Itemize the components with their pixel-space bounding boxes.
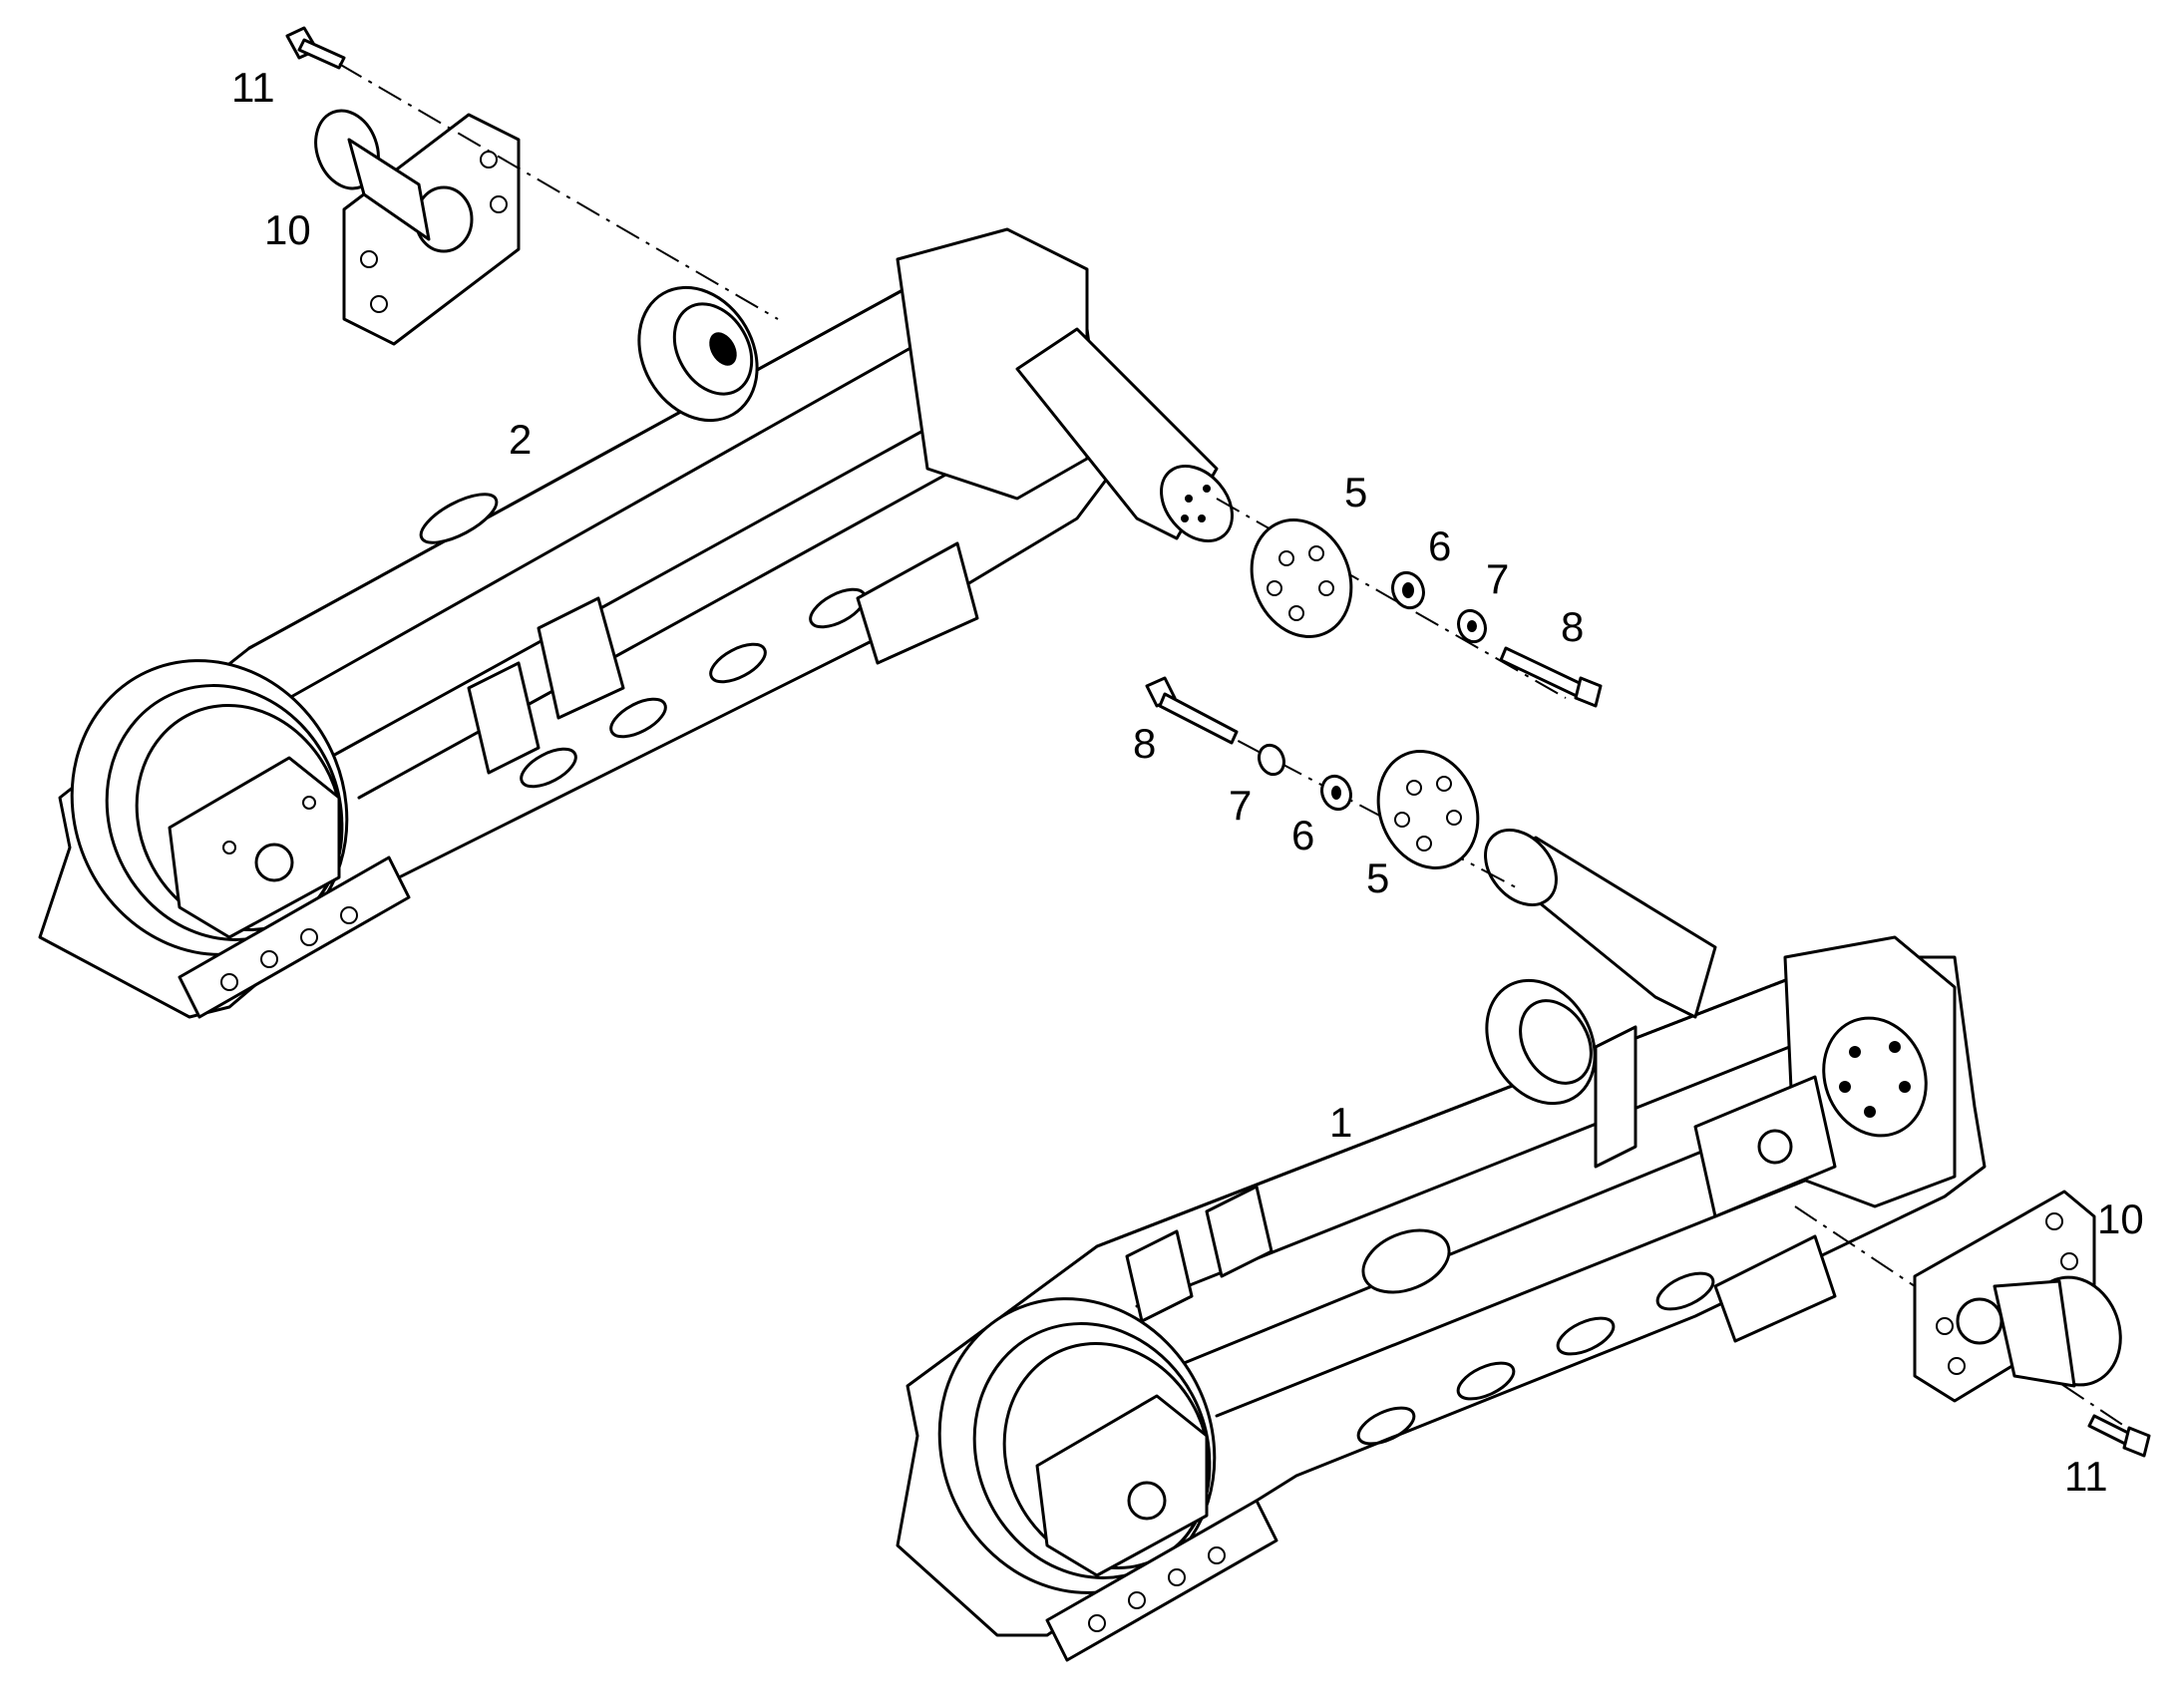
drive-flange-1 (1822, 1016, 1928, 1138)
washer-plate-5-mid (1376, 750, 1480, 869)
washer-plate-5-top (1250, 518, 1353, 638)
callout-7-top: 7 (1486, 555, 1509, 602)
pivot-pin-plate-bottom (1913, 1190, 2122, 1403)
bolt-bottom (2087, 1414, 2151, 1458)
bolt-top (285, 26, 346, 70)
callout-11-top: 11 (231, 64, 275, 111)
callout-8-top: 8 (1561, 603, 1584, 650)
carrier-roller-2 (637, 285, 759, 423)
track-frame-2 (38, 227, 1234, 1019)
callout-5-top: 5 (1344, 469, 1367, 515)
nut-7-top (1457, 608, 1487, 644)
callout-7-mid: 7 (1229, 782, 1252, 829)
callout-2: 2 (509, 416, 532, 463)
callout-1: 1 (1329, 1099, 1352, 1146)
callout-6-top: 6 (1428, 522, 1451, 569)
bolt-8-top (1499, 646, 1603, 708)
callout-11-bottom: 11 (2064, 1453, 2108, 1500)
washer-6-mid (1320, 774, 1352, 812)
callout-6-mid: 6 (1291, 812, 1314, 858)
nut-7-mid (1258, 743, 1285, 777)
washer-6-top (1391, 570, 1425, 610)
track-frame-1 (896, 828, 1987, 1662)
callout-5-mid: 5 (1366, 854, 1389, 901)
callout-10-top: 10 (264, 206, 311, 253)
callout-10-bottom: 10 (2097, 1196, 2144, 1242)
pivot-pin-plate-top (314, 109, 521, 346)
bolt-8-mid (1145, 676, 1239, 745)
carrier-roller-1 (1485, 978, 1597, 1106)
callout-8-mid: 8 (1133, 720, 1156, 767)
